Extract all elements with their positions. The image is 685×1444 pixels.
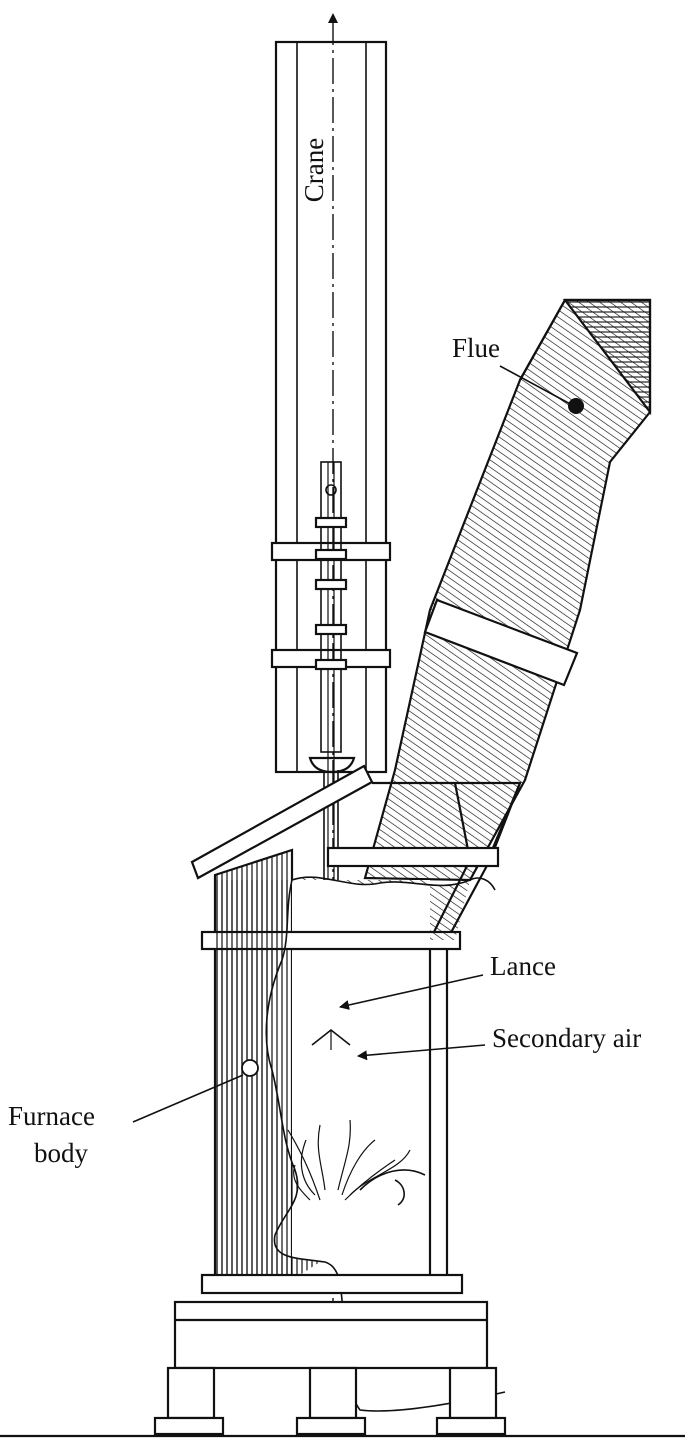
lance-label: Lance <box>490 951 556 981</box>
flue-marker <box>568 398 584 414</box>
furnace-label-line1: Furnace <box>8 1101 95 1131</box>
flue-duct <box>363 298 652 882</box>
crane-label: Crane <box>299 138 329 202</box>
furnace-label-line2: body <box>34 1138 89 1168</box>
lance-label-group: Lance <box>339 951 556 1010</box>
secondary-air-label: Secondary air <box>492 1023 641 1053</box>
crane-label-group: Crane <box>299 138 329 202</box>
furnace-body-label-group: Furnace body <box>8 1059 259 1168</box>
furnace-base <box>0 1300 685 1438</box>
furnace-marker <box>241 1059 259 1077</box>
flue-label: Flue <box>452 333 500 363</box>
flue-label-group: Flue <box>452 333 584 414</box>
secondary-air-label-group: Secondary air <box>357 1023 641 1061</box>
